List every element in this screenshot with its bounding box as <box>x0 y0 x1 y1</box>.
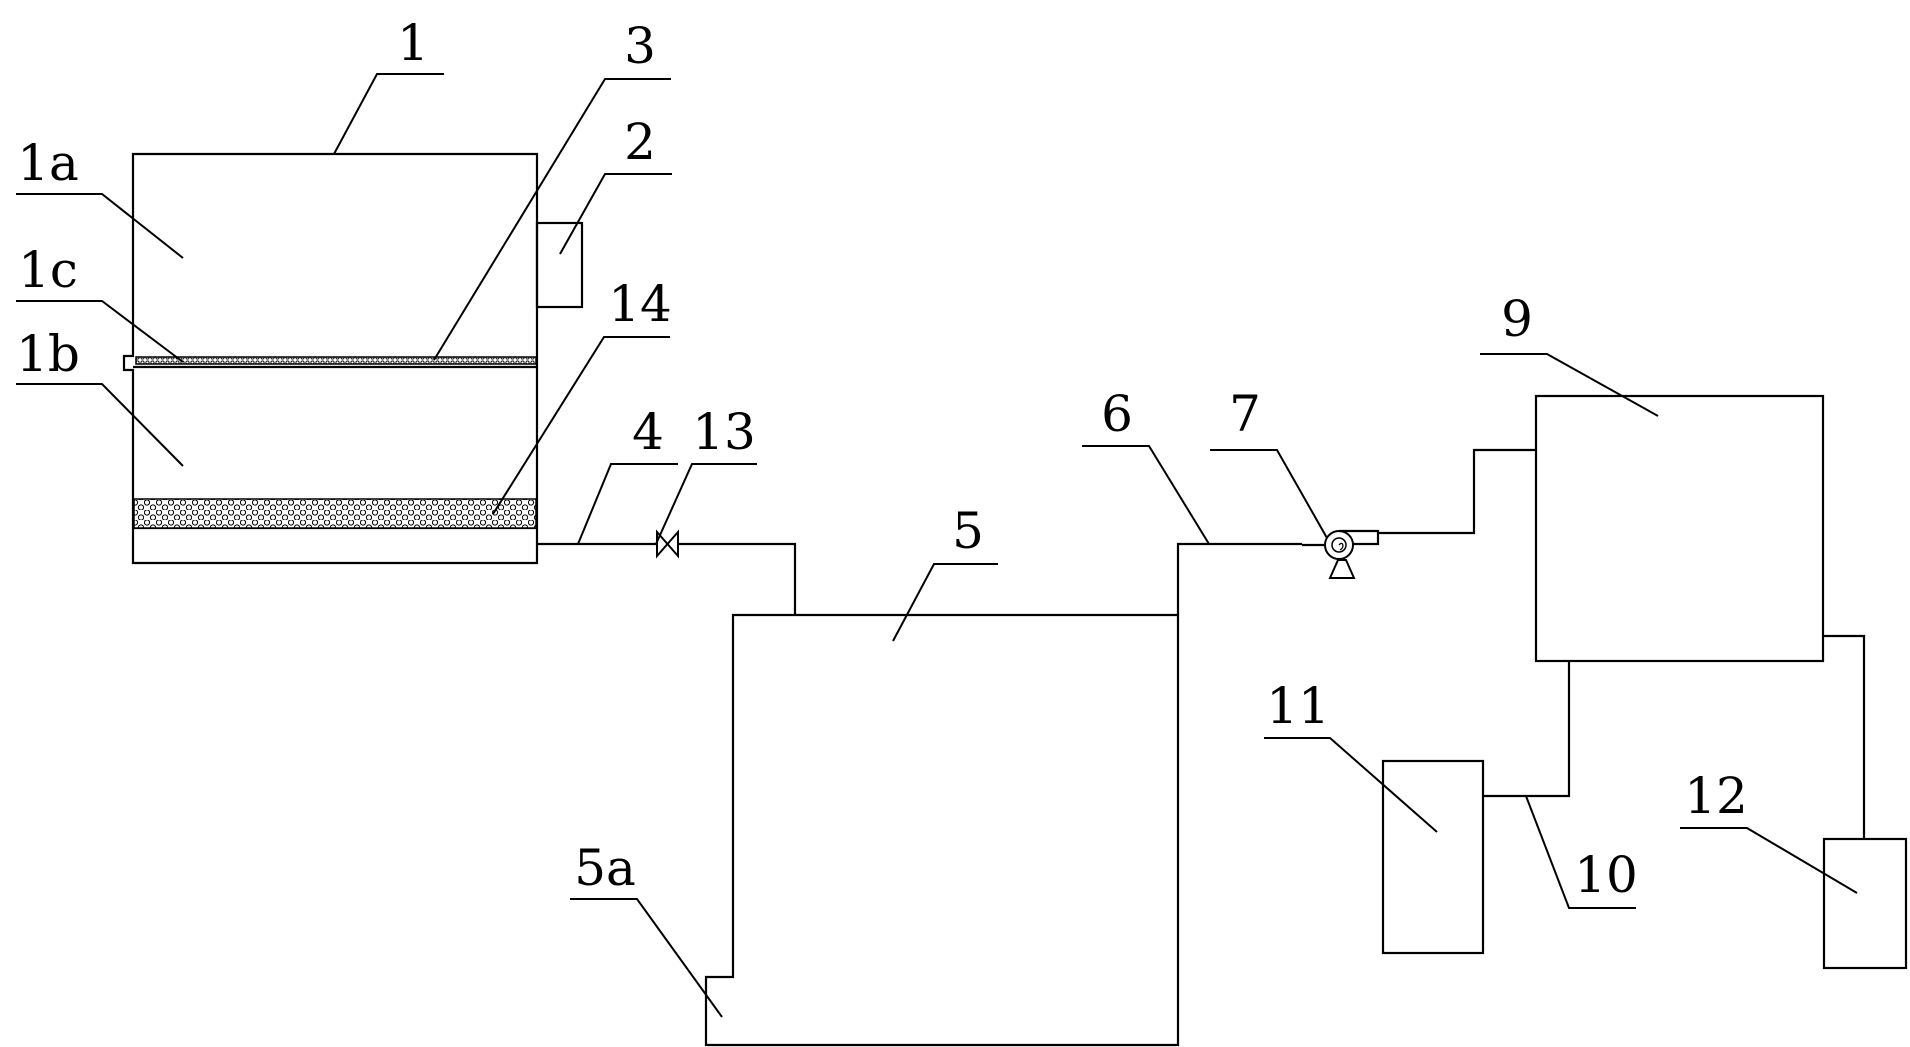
pipe-6 <box>1176 542 1302 615</box>
label-5a: 5a <box>574 839 636 897</box>
label-12: 12 <box>1684 767 1748 825</box>
label-7: 7 <box>1229 385 1261 443</box>
container-12 <box>1822 837 1908 970</box>
filter-layer-14 <box>133 498 537 529</box>
labels: 1 1a 1c 1b 3 2 14 4 13 5 5a 6 7 9 11 10 … <box>16 14 1748 904</box>
label-3: 3 <box>624 17 656 75</box>
pipe-4 <box>537 542 797 615</box>
pipe-9-to-12 <box>1823 634 1866 839</box>
label-1b: 1b <box>16 325 80 383</box>
label-1a: 1a <box>17 134 79 192</box>
label-2: 2 <box>624 113 656 171</box>
label-1c: 1c <box>18 241 78 299</box>
pipe-10 <box>1483 661 1571 798</box>
tank-5 <box>704 613 1180 1047</box>
unit-9 <box>1534 394 1825 663</box>
label-1: 1 <box>397 14 429 72</box>
label-4: 4 <box>632 403 664 461</box>
label-14: 14 <box>608 275 672 333</box>
separator-3 <box>135 356 537 365</box>
label-13: 13 <box>692 403 756 461</box>
label-6: 6 <box>1101 385 1133 443</box>
container-11 <box>1381 759 1485 955</box>
label-10: 10 <box>1574 846 1638 904</box>
box-2 <box>535 221 584 309</box>
leader-lines <box>16 73 1858 1018</box>
label-5: 5 <box>952 502 984 560</box>
label-11: 11 <box>1266 677 1330 735</box>
label-9: 9 <box>1501 290 1533 348</box>
valve-13 <box>656 529 679 559</box>
pipe-7-to-9 <box>1378 448 1536 535</box>
pump-7 <box>1302 529 1380 579</box>
